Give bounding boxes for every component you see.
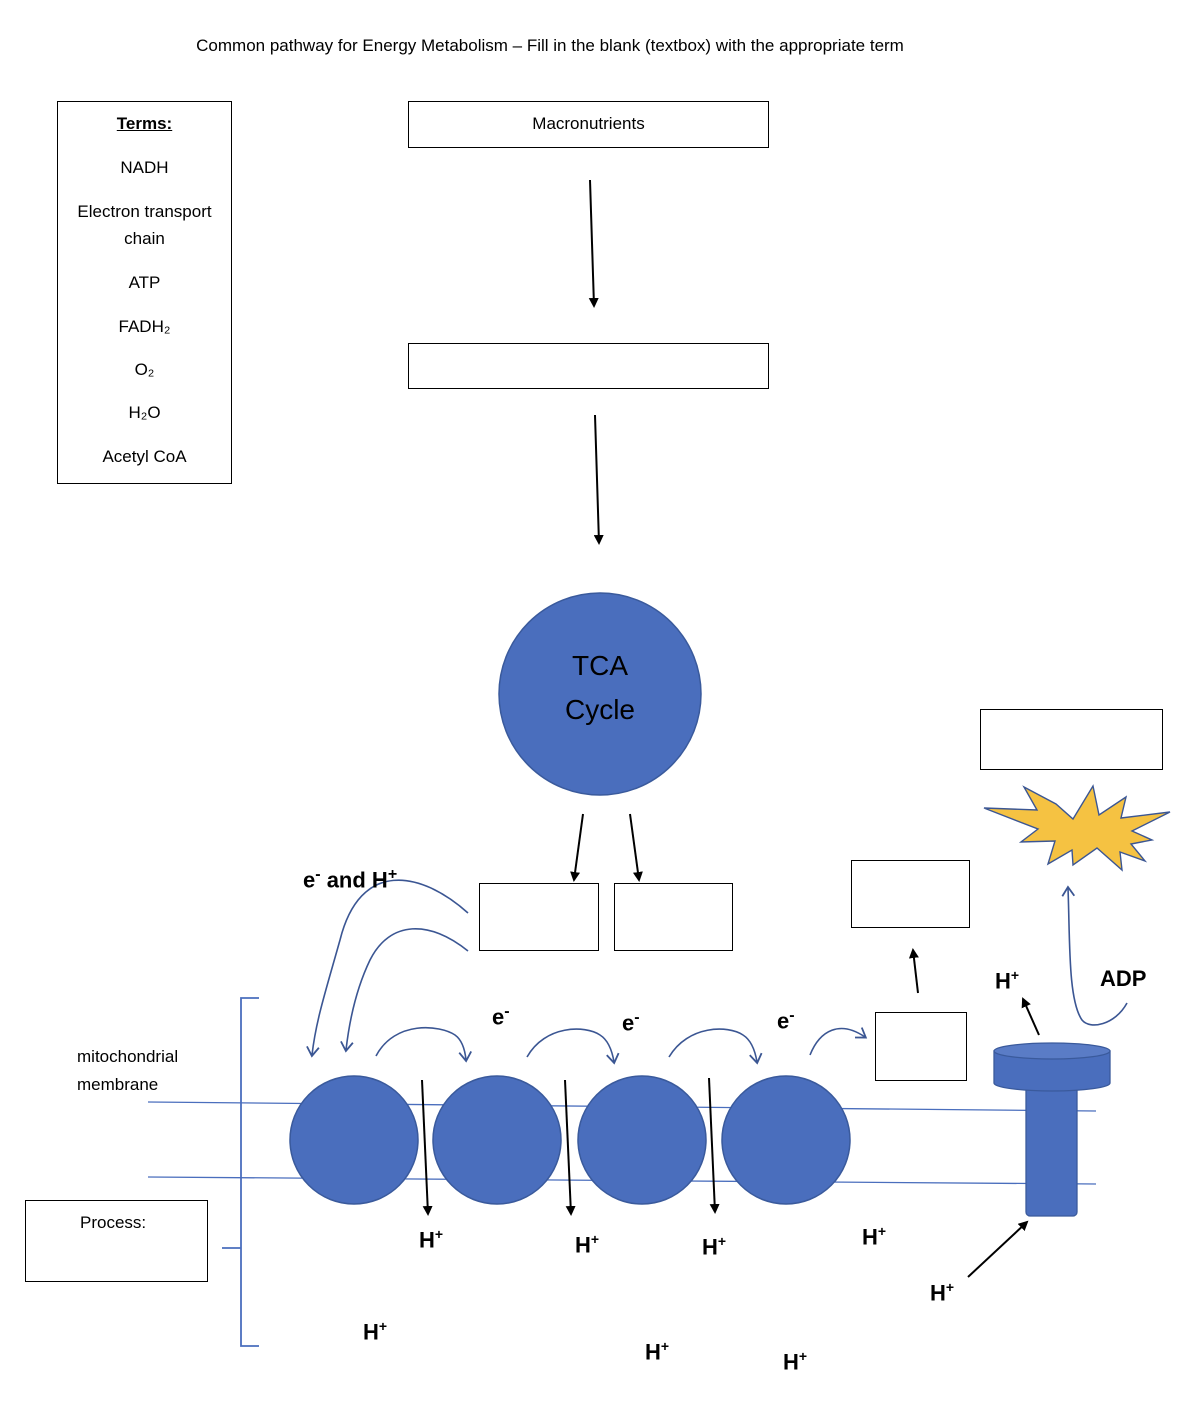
proton-label-6: H+ xyxy=(363,1318,388,1345)
arrow-electron-transfer-3 xyxy=(668,1028,763,1065)
membrane-label-line2: membrane xyxy=(77,1075,159,1094)
page-title: Common pathway for Energy Metabolism – F… xyxy=(196,36,904,55)
arrow-tca-to-product-1 xyxy=(570,813,584,882)
term-atp: ATP xyxy=(128,273,161,292)
term-h2o: H₂O xyxy=(128,403,161,422)
terms-box: Terms: NADH Electron transport chain ATP… xyxy=(57,101,232,484)
etc-complex-2 xyxy=(432,1075,562,1205)
proton-label-8: H+ xyxy=(783,1348,808,1375)
proton-label-4: H+ xyxy=(862,1223,887,1250)
term-acetyl-coa: Acetyl CoA xyxy=(102,447,187,466)
membrane-label: mitochondrial membrane xyxy=(77,1043,178,1099)
macronutrients-label: Macronutrients xyxy=(532,114,645,133)
arrow-electrons-in-2 xyxy=(340,928,469,1053)
proton-label-synthase: H+ xyxy=(995,967,1020,994)
arrow-proton-pump-3 xyxy=(708,1077,720,1214)
blank-box-atp[interactable] xyxy=(980,709,1163,770)
arrow-electron-transfer-2 xyxy=(526,1028,620,1065)
arrow-tca-to-product-2 xyxy=(629,813,643,882)
proton-label-3: H+ xyxy=(702,1233,727,1260)
electrons-and-protons-label: e- and H+ xyxy=(303,866,398,893)
arrow-electron-transfer-1 xyxy=(375,1027,472,1063)
tca-cycle-label: TCA Cycle xyxy=(499,644,701,732)
blank-box-tca-product-2[interactable] xyxy=(614,883,733,951)
blank-box-tca-product-1[interactable] xyxy=(479,883,599,951)
tca-label-line2: Cycle xyxy=(564,694,635,725)
arrow-electron-to-oxygen xyxy=(809,1027,868,1056)
terms-heading: Terms: xyxy=(116,114,173,133)
etc-complex-3 xyxy=(577,1075,707,1205)
arrow-synthase-h-out xyxy=(1021,997,1040,1036)
arrow-h-into-synthase xyxy=(967,1220,1029,1278)
tca-label-line1: TCA xyxy=(572,650,628,681)
process-label: Process: xyxy=(80,1213,147,1232)
atp-burst-icon xyxy=(983,784,1171,872)
atp-synthase xyxy=(993,1042,1111,1217)
etc-complex-4 xyxy=(721,1075,851,1205)
arrow-electrons-in-1 xyxy=(306,879,469,1058)
membrane-label-line1: mitochondrial xyxy=(77,1047,179,1066)
arrow-macro-to-acetyl xyxy=(588,179,599,308)
arrow-adp-to-atp xyxy=(1061,885,1128,1026)
term-fadh2: FADH₂ xyxy=(118,317,171,336)
arrow-proton-pump-2 xyxy=(564,1079,576,1216)
proton-label-5: H+ xyxy=(930,1279,955,1306)
proton-label-2: H+ xyxy=(575,1231,600,1258)
proton-label-1: H+ xyxy=(419,1226,444,1253)
blank-box-oxygen[interactable] xyxy=(875,1012,967,1081)
electron-label-3: e- xyxy=(777,1007,795,1034)
blank-box-water[interactable] xyxy=(851,860,970,928)
arrow-acetyl-to-tca xyxy=(593,414,604,545)
tca-cycle-circle xyxy=(498,592,702,796)
term-etc: Electron transport chain xyxy=(77,202,212,248)
etc-complex-1 xyxy=(289,1075,419,1205)
proton-label-7: H+ xyxy=(645,1338,670,1365)
term-nadh: NADH xyxy=(120,158,169,177)
membrane-bracket xyxy=(222,997,259,1347)
term-o2: O₂ xyxy=(134,360,155,379)
blank-box-acetyl[interactable] xyxy=(408,343,769,389)
adp-label: ADP xyxy=(1100,966,1147,991)
process-box[interactable]: Process: xyxy=(25,1200,208,1282)
arrow-proton-pump-1 xyxy=(421,1079,433,1216)
electron-label-2: e- xyxy=(622,1009,640,1036)
electron-label-1: e- xyxy=(492,1003,510,1030)
arrow-to-water xyxy=(908,948,919,994)
macronutrients-box: Macronutrients xyxy=(408,101,769,148)
